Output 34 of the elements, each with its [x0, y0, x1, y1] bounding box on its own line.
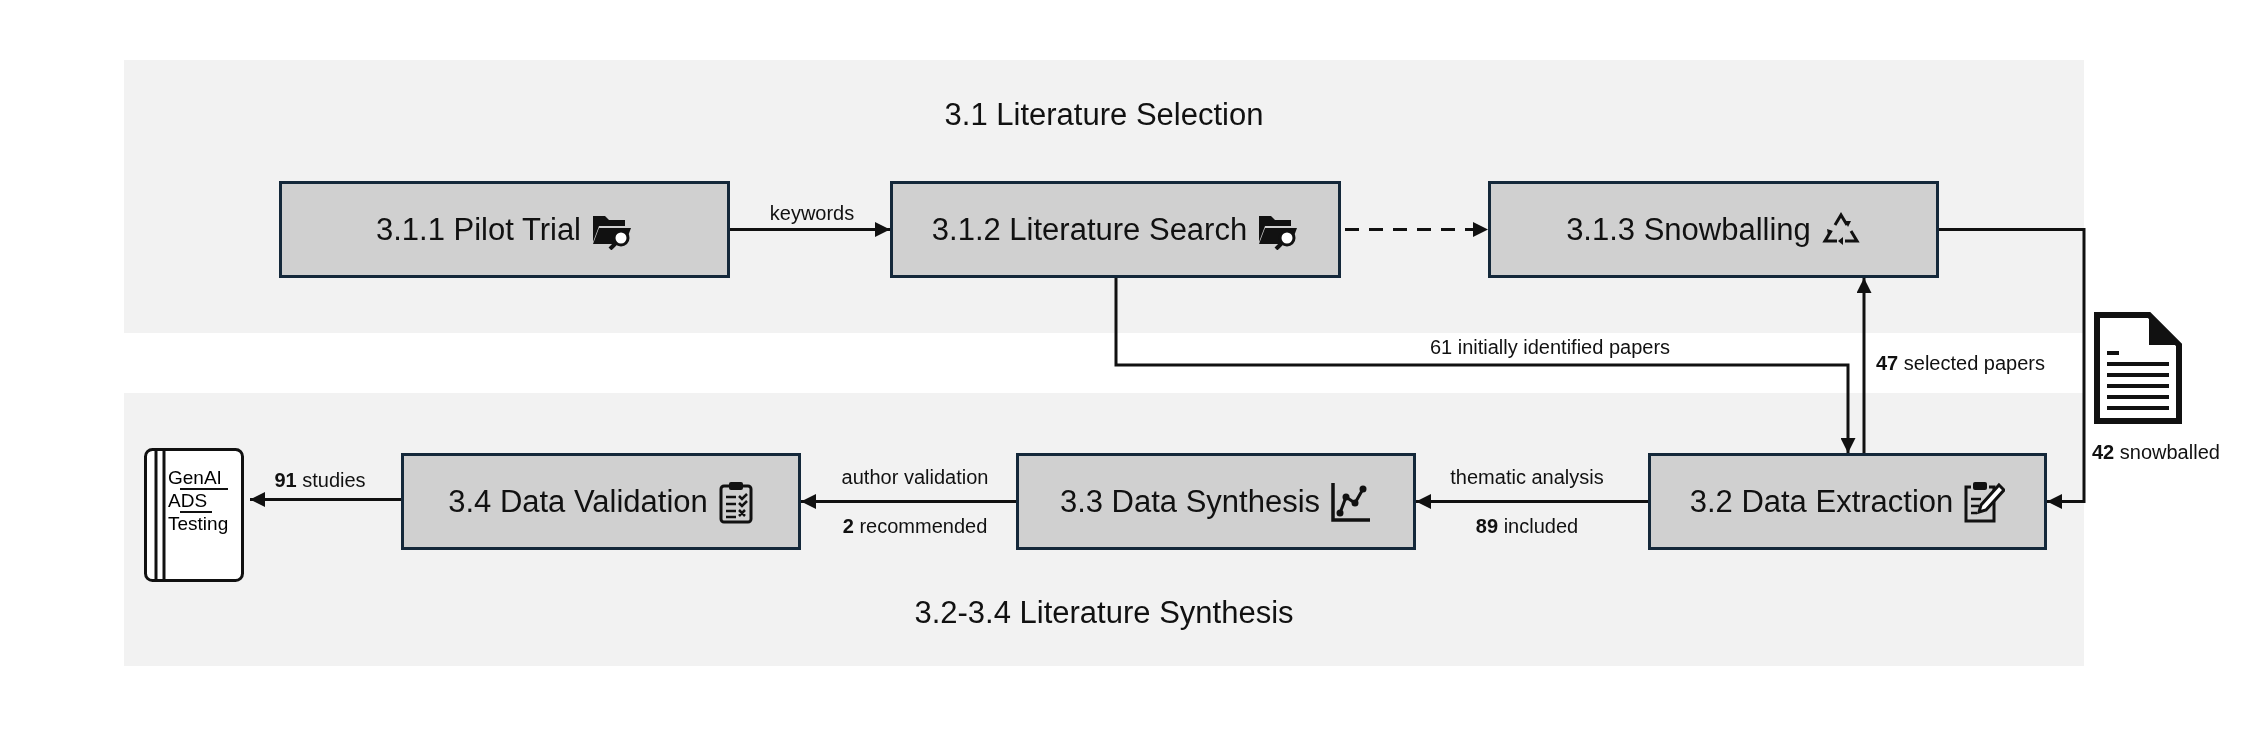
process-box [279, 181, 730, 278]
box-label: 3.1.2 Literature Search [931, 211, 1248, 248]
process-box [890, 181, 1341, 278]
process-box [1648, 453, 2047, 550]
section-band [124, 60, 2084, 333]
arrow [250, 492, 401, 507]
dashed-arrow [1345, 222, 1488, 237]
flow-note: 2 recommended [842, 514, 988, 538]
edge-label: 47 selected papers [1876, 351, 2045, 375]
arrow [1856, 278, 1872, 453]
arrow [1939, 228, 2086, 509]
box-label: 3.2 Data Extraction [1689, 483, 1954, 520]
box-label: 3.1.1 Pilot Trial [375, 211, 581, 248]
box-label: 3.3 Data Synthesis [1059, 483, 1321, 520]
edge-label: 42 snowballed [2092, 440, 2220, 464]
arrow [801, 494, 1016, 509]
edge-label: keywords [769, 201, 855, 225]
process-box [1488, 181, 1939, 278]
section-title: 3.1 Literature Selection [943, 97, 1265, 133]
edge-label: 91 studies [274, 468, 366, 492]
box-label: 3.4 Data Validation [448, 483, 708, 520]
arrow [1416, 494, 1648, 509]
process-box [401, 453, 801, 550]
section-title: 3.2-3.4 Literature Synthesis [913, 595, 1295, 631]
arrow [1114, 278, 1856, 453]
box-label: 3.1.3 Snowballing [1566, 211, 1811, 248]
book-title: GenAI ADS Testing [168, 466, 230, 535]
arrow [730, 222, 890, 237]
flow-note: 89 included [1475, 514, 1579, 538]
edge-label: 61 initially identified papers [1429, 335, 1671, 359]
section-band [124, 393, 2084, 666]
process-box [1016, 453, 1416, 550]
edge-label: author validation [841, 465, 989, 489]
edge-label: thematic analysis [1450, 465, 1604, 489]
